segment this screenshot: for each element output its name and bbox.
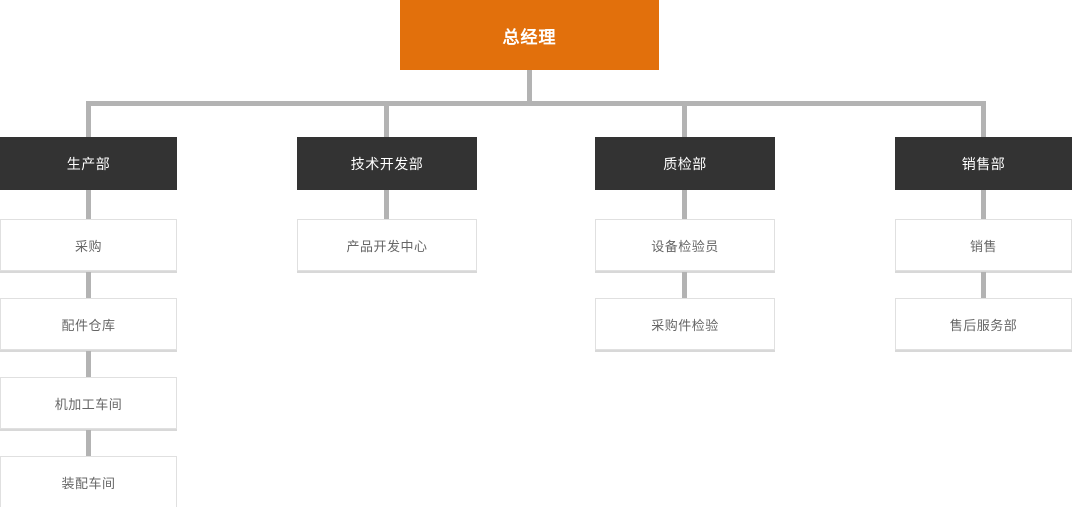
org-node-dept-3-child-2[interactable]: 采购件检验 xyxy=(595,298,775,350)
org-node-dept-1-child-2[interactable]: 配件仓库 xyxy=(0,298,177,350)
org-node-dept-4-child-1[interactable]: 销售 xyxy=(895,219,1072,271)
org-node-dept-3-child-2-label: 采购件检验 xyxy=(651,317,719,333)
connector-dept-1-to-child-1 xyxy=(86,190,91,219)
org-node-dept-1-child-4[interactable]: 装配车间 xyxy=(0,456,177,507)
connector-dept-1-child-2-to-3 xyxy=(86,351,91,377)
org-node-department-2-label: 技术开发部 xyxy=(350,155,424,172)
org-node-department-3[interactable]: 质检部 xyxy=(595,137,775,190)
connector-dept-3-to-child-1 xyxy=(682,190,687,219)
connector-dept-4-child-1-to-2 xyxy=(981,272,986,298)
org-node-department-2[interactable]: 技术开发部 xyxy=(297,137,477,190)
org-node-dept-2-child-1[interactable]: 产品开发中心 xyxy=(297,219,477,271)
connector-dept-4-to-child-1 xyxy=(981,190,986,219)
connector-dept-1-child-3-to-4 xyxy=(86,430,91,456)
org-node-dept-4-child-2[interactable]: 售后服务部 xyxy=(895,298,1072,350)
org-node-department-4-label: 销售部 xyxy=(961,155,1006,172)
connector-trunk-to-dept-1 xyxy=(86,101,91,138)
connector-dept-3-child-1-to-2 xyxy=(682,272,687,298)
org-node-dept-1-child-4-label: 装配车间 xyxy=(61,475,116,491)
org-node-root-label: 总经理 xyxy=(502,27,557,47)
org-node-department-4[interactable]: 销售部 xyxy=(895,137,1072,190)
org-node-dept-1-child-3[interactable]: 机加工车间 xyxy=(0,377,177,429)
org-node-dept-3-child-1-label: 设备检验员 xyxy=(651,238,719,254)
org-node-dept-3-child-1[interactable]: 设备检验员 xyxy=(595,219,775,271)
org-node-dept-2-child-1-label: 产品开发中心 xyxy=(346,238,428,254)
org-node-dept-1-child-2-label: 配件仓库 xyxy=(61,317,116,333)
org-node-root[interactable]: 总经理 xyxy=(400,0,659,70)
org-node-department-3-label: 质检部 xyxy=(663,155,707,172)
connector-root-drop xyxy=(527,70,532,102)
connector-trunk-to-dept-4 xyxy=(981,101,986,138)
org-node-dept-1-child-1[interactable]: 采购 xyxy=(0,219,177,271)
org-node-dept-1-child-1-label: 采购 xyxy=(74,238,102,254)
connector-trunk-to-dept-3 xyxy=(682,101,687,138)
org-node-dept-4-child-1-label: 销售 xyxy=(969,238,997,254)
connector-trunk-horizontal xyxy=(86,101,986,106)
org-node-department-1-label: 生产部 xyxy=(66,155,111,172)
org-node-department-1[interactable]: 生产部 xyxy=(0,137,177,190)
org-node-dept-4-child-2-label: 售后服务部 xyxy=(949,317,1018,333)
connector-dept-1-child-1-to-2 xyxy=(86,272,91,298)
org-node-dept-1-child-3-label: 机加工车间 xyxy=(54,396,123,412)
connector-trunk-to-dept-2 xyxy=(384,101,389,138)
connector-dept-2-to-child-1 xyxy=(384,190,389,219)
